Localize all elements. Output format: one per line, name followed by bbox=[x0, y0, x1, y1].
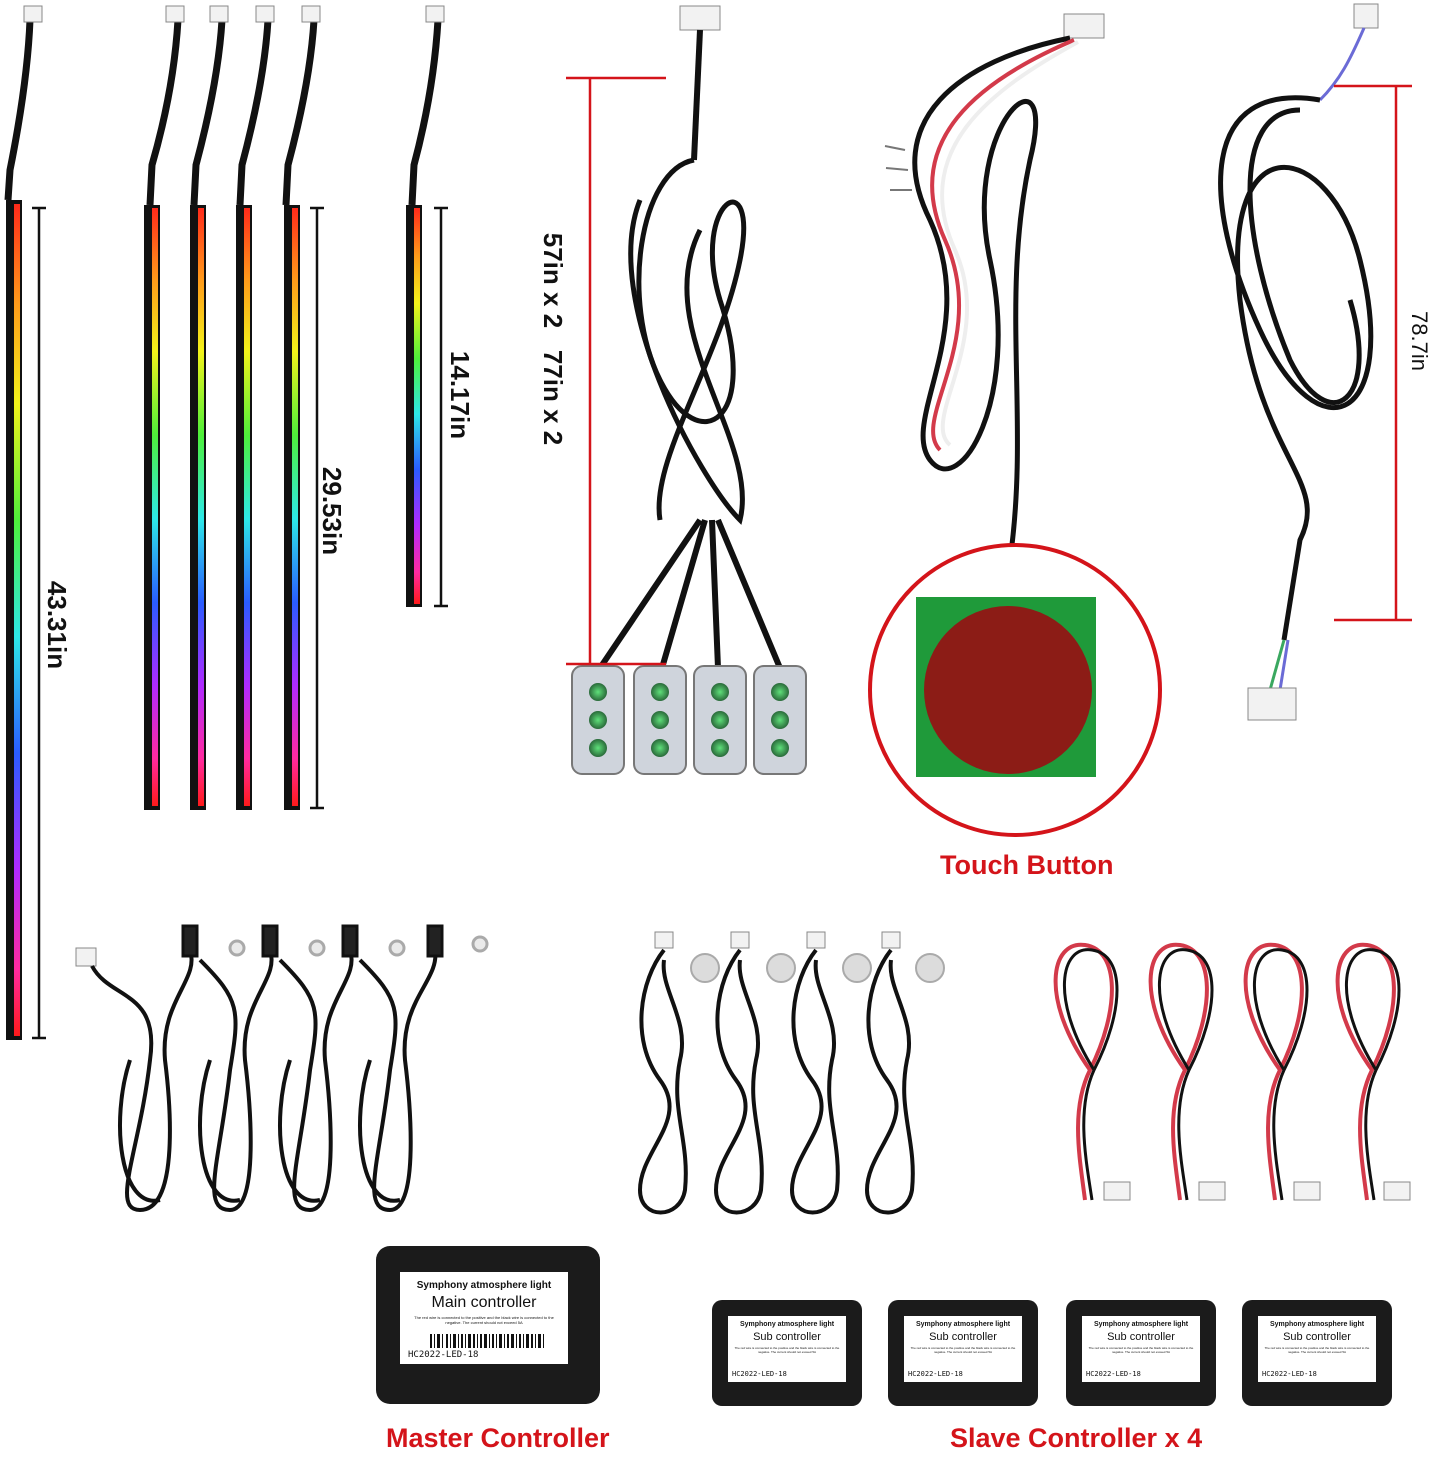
medium-strip-length-label: 29.53in bbox=[317, 466, 347, 556]
master-controller-label: Master Controller bbox=[386, 1423, 610, 1453]
sub-controller-line2: Sub controller bbox=[753, 1331, 821, 1343]
led-harness-length-label: 57in x 2 77in x 2 bbox=[538, 232, 568, 446]
sub-controller-line2: Sub controller bbox=[1283, 1331, 1351, 1343]
led-modules bbox=[571, 665, 807, 775]
barcode bbox=[430, 1334, 544, 1348]
main-controller-fine-print: The red wire is connected to the positiv… bbox=[414, 1315, 554, 1325]
sub-controller-boxes bbox=[712, 1300, 1392, 1406]
power-cables bbox=[1053, 942, 1411, 1201]
main-controller-line2: Main controller bbox=[431, 1294, 537, 1311]
long-rgb-strip bbox=[4, 5, 43, 1040]
sub-controller-line2: Sub controller bbox=[1107, 1331, 1175, 1343]
touch-button-cable bbox=[884, 13, 1105, 601]
sub-controller-sticker-4: Symphony atmosphere light Sub controller… bbox=[1258, 1316, 1376, 1382]
sub-controller-model: HC2022-LED-18 bbox=[1086, 1370, 1141, 1378]
medium-rgb-strips bbox=[144, 5, 321, 810]
sub-controller-model: HC2022-LED-18 bbox=[732, 1370, 787, 1378]
sub-controller-line1: Symphony atmosphere light bbox=[1093, 1321, 1189, 1328]
sub-controller-fine-print: The red wire is connected to the positiv… bbox=[1264, 1346, 1370, 1354]
sub-controller-fine-print: The red wire is connected to the positiv… bbox=[734, 1346, 840, 1354]
extension-cable bbox=[1218, 3, 1412, 721]
sub-controller-sticker-2: Symphony atmosphere light Sub controller… bbox=[904, 1316, 1022, 1382]
led-module-harness bbox=[566, 5, 807, 775]
extension-cable-length-label: 78.7in bbox=[1407, 311, 1432, 371]
sub-controller-line1: Symphony atmosphere light bbox=[739, 1321, 835, 1328]
short-strip-length-label: 14.17in bbox=[445, 350, 475, 440]
sub-controller-line2: Sub controller bbox=[929, 1331, 997, 1343]
sub-controller-line1: Symphony atmosphere light bbox=[915, 1321, 1011, 1328]
door-cables-left bbox=[75, 924, 489, 1213]
slave-controller-label: Slave Controller x 4 bbox=[950, 1423, 1203, 1453]
main-controller-model: HC2022-LED-18 bbox=[408, 1350, 479, 1360]
main-controller-line1: Symphony atmosphere light bbox=[416, 1280, 552, 1291]
dimension-lines bbox=[32, 206, 448, 1040]
door-cables-middle bbox=[637, 931, 945, 1215]
long-strip-length-label: 43.31in bbox=[42, 580, 72, 670]
main-controller-sticker-text: Symphony atmosphere light Main controlle… bbox=[400, 1272, 568, 1364]
sub-controller-fine-print: The red wire is connected to the positiv… bbox=[1088, 1346, 1194, 1354]
sub-controller-model: HC2022-LED-18 bbox=[1262, 1370, 1317, 1378]
sub-controller-model: HC2022-LED-18 bbox=[908, 1370, 963, 1378]
sub-controller-sticker-3: Symphony atmosphere light Sub controller… bbox=[1082, 1316, 1200, 1382]
sub-controller-fine-print: The red wire is connected to the positiv… bbox=[910, 1346, 1016, 1354]
sub-controller-sticker-1: Symphony atmosphere light Sub controller… bbox=[728, 1316, 846, 1382]
short-rgb-strip bbox=[406, 5, 445, 607]
touch-button-label: Touch Button bbox=[940, 850, 1114, 880]
sub-controller-line1: Symphony atmosphere light bbox=[1269, 1321, 1365, 1328]
touch-button-callout bbox=[868, 543, 1162, 837]
main-controller-box bbox=[376, 1246, 600, 1404]
